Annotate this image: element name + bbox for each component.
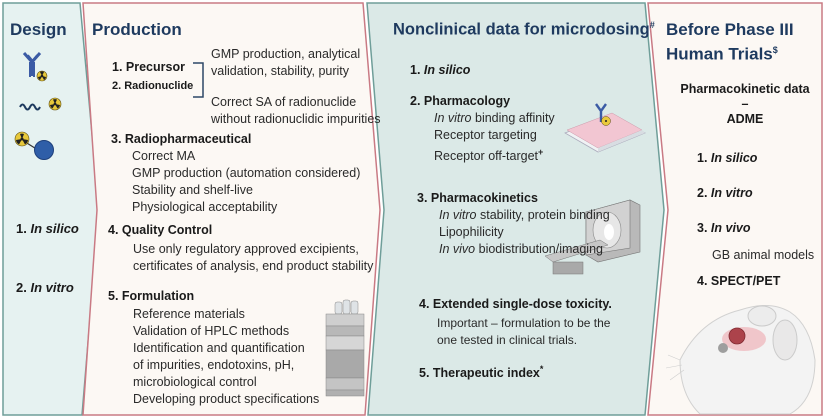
design-item-number: 1. bbox=[16, 221, 31, 236]
precursor-requirements: GMP production, analytical validation, s… bbox=[211, 47, 361, 78]
phase3-in-vitro: 2. In vitro bbox=[697, 186, 753, 200]
radionuclide-label: 2. Radionuclide bbox=[112, 80, 194, 92]
formulation-heading: 5. Formulation bbox=[108, 289, 195, 303]
pharmacology-heading: 2. Pharmacology bbox=[410, 94, 511, 108]
footnote-asterisk: * bbox=[539, 364, 544, 374]
design-item-label: In silico bbox=[30, 221, 79, 236]
peptide-radionuclide-icon bbox=[19, 97, 62, 111]
formulation-list: Reference materials Validation of HPLC m… bbox=[133, 307, 320, 406]
toxicity-heading: 4. Extended single-dose toxicity. bbox=[419, 297, 612, 311]
nonclinical-title: Nonclinical data for microdosing# bbox=[393, 20, 655, 39]
pharmacokinetics-list: In vitro stability, protein binding Lipo… bbox=[439, 208, 610, 256]
design-title: Design bbox=[10, 20, 67, 39]
production-panel bbox=[82, 2, 381, 416]
bracket bbox=[193, 62, 204, 98]
footnote-plus: + bbox=[538, 147, 544, 157]
design-item-in-vitro: 2. In vitro bbox=[16, 280, 74, 295]
mouse-brain-tumor-icon bbox=[665, 305, 816, 415]
spect-pet: 4. SPECT/PET bbox=[697, 274, 781, 288]
production-title: Production bbox=[92, 20, 182, 39]
design-item-in-silico: 1. In silico bbox=[16, 221, 79, 236]
radionuclide-requirements: Correct SA of radionuclide without radio… bbox=[211, 95, 381, 126]
design-panel bbox=[2, 2, 100, 416]
pharmacokinetics-heading: 3. Pharmacokinetics bbox=[417, 191, 538, 205]
precursor-label: 1. Precursor bbox=[112, 60, 185, 74]
pk-data-label: Pharmacokinetic data – ADME bbox=[680, 82, 810, 126]
hplc-instrument-icon bbox=[325, 299, 365, 397]
quality-control-heading: 4. Quality Control bbox=[108, 223, 213, 237]
footnote-hash: # bbox=[649, 20, 655, 30]
footnote-dollar: $ bbox=[772, 45, 778, 55]
small-molecule-radionuclide-icon bbox=[14, 131, 54, 160]
phase3-in-silico: 1. In silico bbox=[697, 151, 758, 165]
phase3-title: Before Phase III Human Trials$ bbox=[666, 20, 794, 64]
design-item-label: In vitro bbox=[30, 280, 74, 295]
pet-scanner-icon bbox=[544, 199, 641, 275]
quality-control-list: Use only regulatory approved excipients,… bbox=[133, 242, 374, 273]
nonclinical-in-silico: 1. In silico bbox=[410, 63, 471, 77]
phase3-in-vivo: 3. In vivo bbox=[697, 221, 751, 235]
design-item-number: 2. bbox=[16, 280, 31, 295]
pharmacology-list: In vitro binding affinity Receptor targe… bbox=[434, 111, 555, 164]
gb-animal-models: GB animal models bbox=[712, 248, 815, 262]
therapeutic-index: 5. Therapeutic index* bbox=[419, 364, 544, 381]
radiopharmaceutical-list: Correct MA GMP production (automation co… bbox=[132, 149, 361, 214]
well-plate-icon bbox=[564, 103, 646, 153]
radiopharmaceutical-heading: 3. Radiopharmaceutical bbox=[111, 132, 252, 146]
antibody-radionuclide-icon bbox=[22, 52, 48, 82]
toxicity-list: Important – formulation to be the one te… bbox=[437, 316, 611, 347]
nonclinical-panel bbox=[366, 2, 665, 416]
